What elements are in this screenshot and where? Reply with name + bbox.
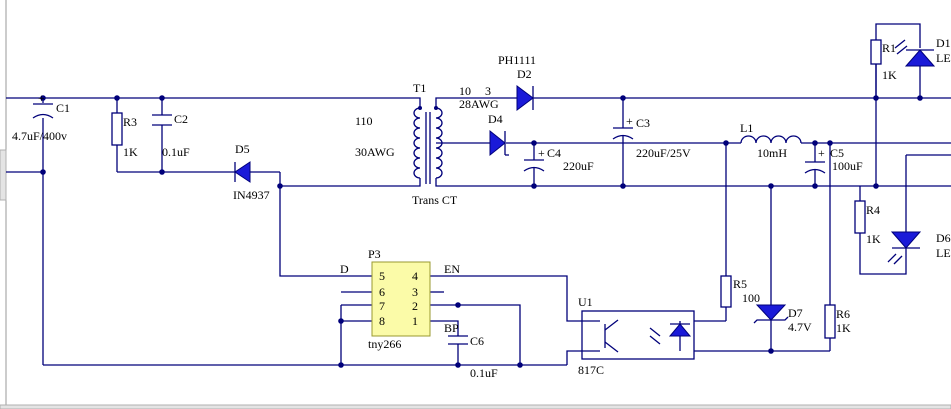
p3-pin-3: 3 — [412, 285, 418, 299]
optocoupler-icon-u1[interactable] — [581, 310, 695, 360]
p3-pin-1: 1 — [412, 314, 418, 328]
r1-value: 1K — [882, 68, 897, 82]
c1-ref: C1 — [56, 101, 70, 115]
net-en-label: EN — [444, 262, 460, 276]
transformer-icon-t1[interactable] — [413, 106, 443, 184]
d1-ref: D1 — [936, 36, 951, 50]
t1-wire-primary: 30AWG — [355, 145, 395, 159]
t1-ref: T1 — [413, 81, 426, 95]
resistor-icon-r5[interactable] — [720, 275, 732, 308]
p3-pin-4: 4 — [412, 269, 418, 283]
u1-ref: U1 — [578, 295, 593, 309]
c4-value: 220uF — [563, 159, 594, 173]
diode-icon-d4[interactable] — [489, 129, 509, 157]
r5-ref: R5 — [733, 277, 747, 291]
c5-ref: C5 — [830, 146, 844, 160]
r4-value: 1K — [866, 232, 881, 246]
svg-text:+: + — [818, 146, 825, 160]
t1-turns-secondary-a: 10 — [459, 84, 471, 98]
p3-pin-5: 5 — [379, 269, 385, 283]
r6-ref: R6 — [836, 307, 850, 321]
d6-ref: D6 — [936, 231, 951, 245]
led-icon-d6[interactable] — [887, 231, 922, 265]
r4-ref: R4 — [866, 203, 880, 217]
c3-value: 220uF/25V — [636, 146, 691, 160]
d2-part: PH1111 — [498, 53, 536, 67]
c4-ref: C4 — [547, 146, 561, 160]
t1-turns-primary: 110 — [355, 114, 373, 128]
net-d-label: D — [340, 262, 349, 276]
d7-value: 4.7V — [788, 320, 812, 334]
resistor-icon-r1[interactable] — [870, 39, 882, 65]
p3-pin-2: 2 — [412, 299, 418, 313]
led-icon-d1[interactable] — [894, 39, 936, 67]
d2-ref: D2 — [517, 67, 532, 81]
c1-value: 4.7uF/400v — [12, 129, 67, 143]
t1-wire-secondary: 28AWG — [459, 97, 499, 111]
junction-dots — [40, 95, 923, 368]
c2-value: 0.1uF — [162, 145, 190, 159]
p3-pin-6: 6 — [379, 285, 385, 299]
capacitor-icon-c1[interactable]: + — [32, 91, 54, 119]
p3-pin-8: 8 — [379, 314, 385, 328]
svg-text:+: + — [538, 146, 545, 160]
net-bp-label: BP — [444, 321, 459, 335]
p3-pin-7: 7 — [379, 299, 385, 313]
inductor-icon-l1[interactable] — [740, 135, 802, 144]
r1-ref: R1 — [882, 41, 896, 55]
capacitor-icon-c2[interactable] — [152, 114, 172, 126]
c2-ref: C2 — [174, 112, 188, 126]
l1-ref: L1 — [740, 121, 753, 135]
d6-value: LE — [936, 246, 951, 260]
wire-net — [6, 23, 951, 366]
resistor-icon-r6[interactable] — [824, 304, 836, 339]
t1-tag: Trans CT — [412, 193, 458, 207]
p3-part: tny266 — [368, 337, 401, 351]
c6-value: 0.1uF — [470, 366, 498, 380]
capacitor-icon-c5[interactable]: + — [804, 146, 826, 174]
r5-value: 100 — [742, 291, 760, 305]
capacitor-icon-c4[interactable]: + — [523, 146, 545, 172]
ic-tny266[interactable] — [371, 261, 431, 337]
r3-value: 1K — [123, 145, 138, 159]
diode-icon-d5[interactable] — [234, 161, 251, 183]
r6-value: 1K — [836, 321, 851, 335]
d5-value: IN4937 — [233, 188, 270, 202]
svg-text:+: + — [626, 114, 633, 128]
zener-icon-d7[interactable] — [753, 304, 789, 324]
d5-ref: D5 — [235, 142, 250, 156]
u1-value: 817C — [578, 363, 604, 377]
capacitor-icon-c6[interactable] — [448, 335, 468, 345]
p3-ref: P3 — [368, 247, 381, 261]
r3-ref: R3 — [123, 115, 137, 129]
d1-value: LE — [936, 51, 951, 65]
t1-turns-secondary-b: 3 — [485, 84, 491, 98]
svg-text:+: + — [38, 91, 45, 105]
c3-ref: C3 — [636, 116, 650, 130]
resistor-icon-r3[interactable] — [111, 112, 123, 146]
diode-icon-d2[interactable] — [516, 85, 534, 111]
resistor-icon-r4[interactable] — [854, 200, 866, 234]
c6-ref: C6 — [470, 334, 484, 348]
capacitor-icon-c3[interactable]: + — [612, 114, 634, 140]
c5-value: 100uF — [832, 159, 863, 173]
d7-ref: D7 — [788, 306, 803, 320]
d4-ref: D4 — [488, 112, 503, 126]
l1-value: 10mH — [757, 146, 787, 160]
